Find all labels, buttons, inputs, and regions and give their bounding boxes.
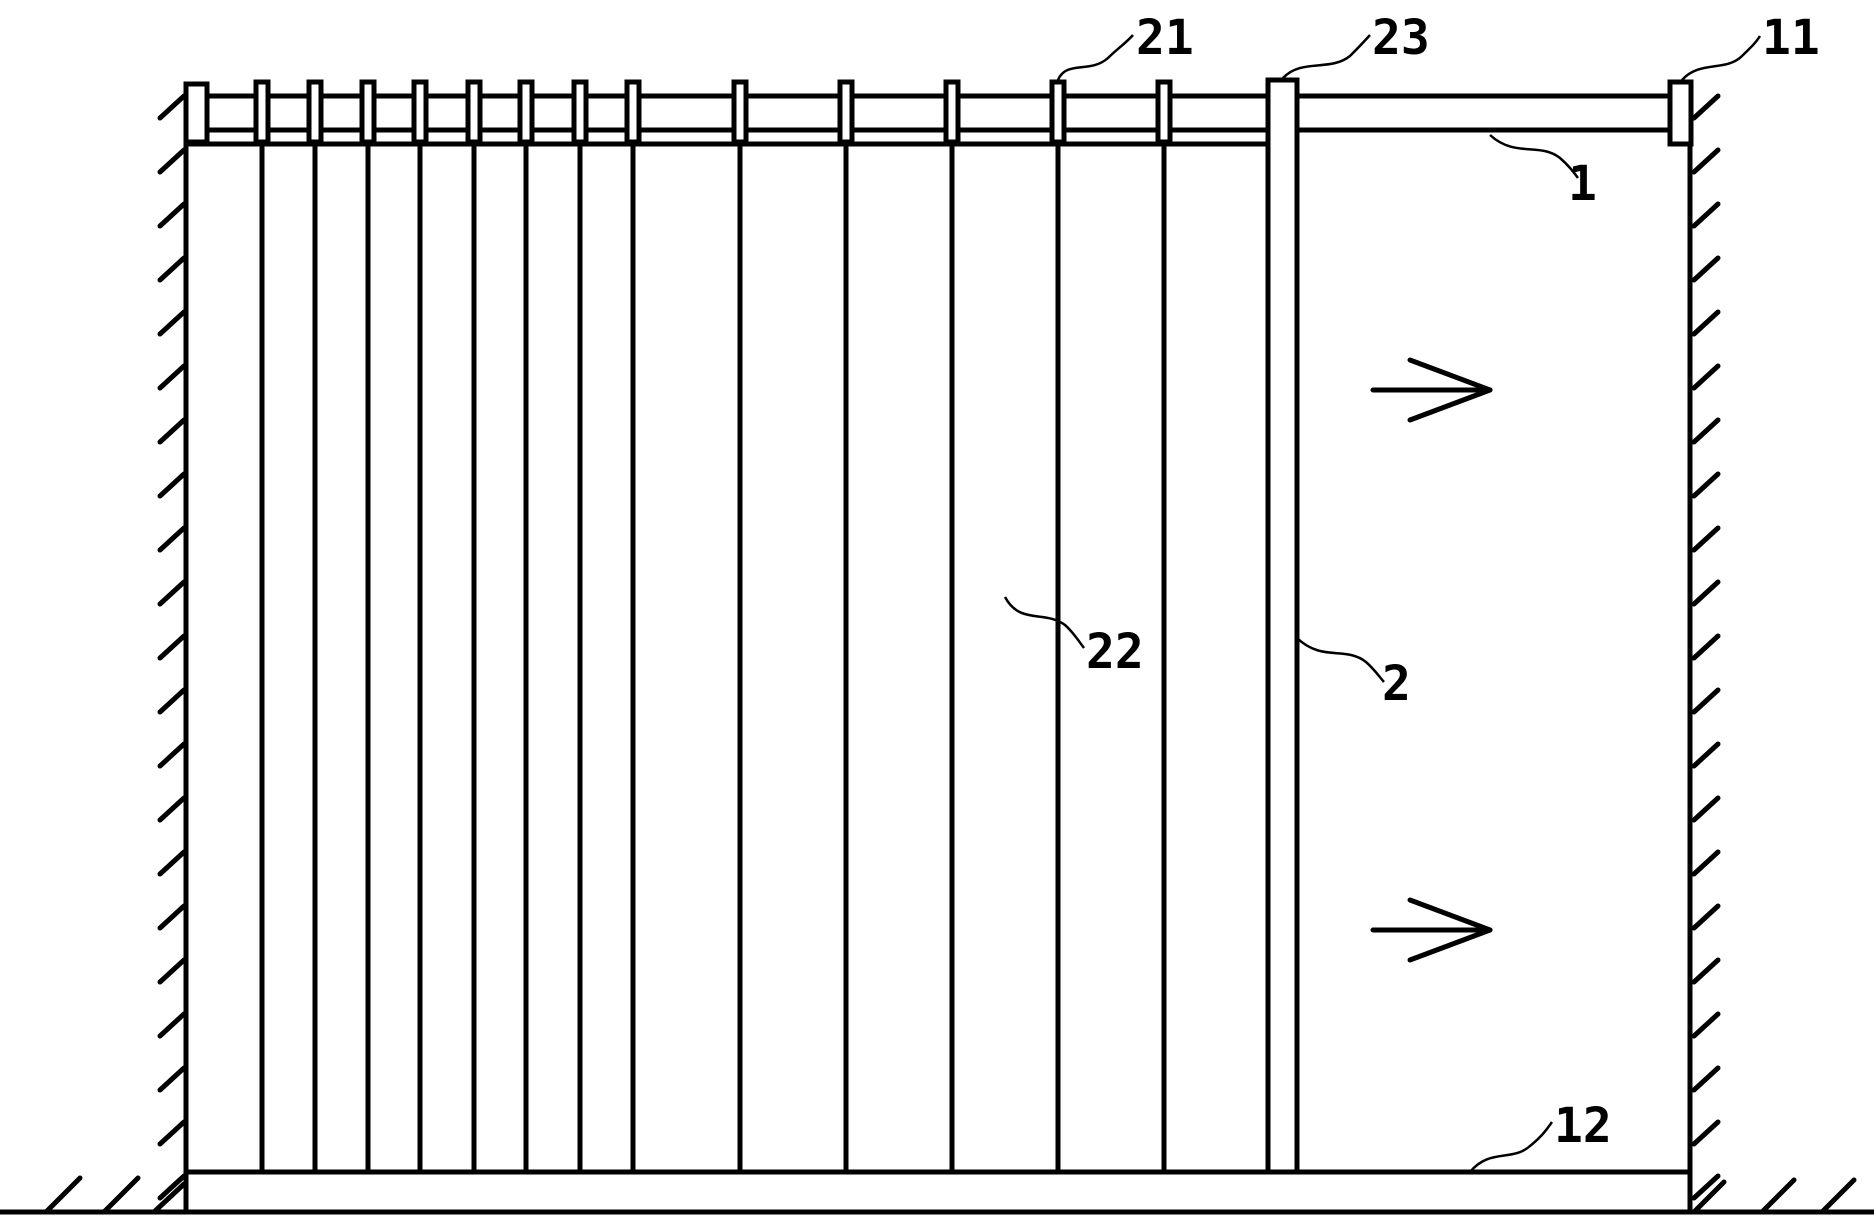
hook-ring	[359, 79, 377, 145]
hook-ring	[253, 79, 271, 145]
label-rail-end-cap: 11	[1762, 10, 1820, 66]
floor-hatching	[0, 1175, 1874, 1215]
rail-bar	[183, 93, 1676, 133]
end-bar-rect	[1265, 77, 1300, 1175]
label-curtain: 2	[1382, 656, 1411, 712]
wall-hatch-left	[157, 849, 187, 877]
floor-hatch	[1819, 1177, 1857, 1215]
label-bottom-track: 12	[1554, 1098, 1612, 1154]
floor-hatch	[151, 1181, 187, 1215]
hook-ring	[624, 79, 642, 145]
leader-22	[1003, 596, 1086, 649]
wall-hatch-left	[157, 201, 187, 229]
label-rail: 1	[1568, 156, 1597, 212]
wall-hatch-left	[157, 741, 187, 769]
wall-hatch-left	[157, 525, 187, 553]
wall-hatch-right	[1691, 1065, 1721, 1093]
wall-hatch-right	[1691, 795, 1721, 823]
leader-lines	[1003, 34, 1762, 1173]
wall-hatch-left	[157, 309, 187, 337]
hook-ring	[411, 79, 429, 145]
wall-hatch-left	[157, 687, 187, 715]
curtain-folds	[259, 142, 1167, 1172]
wall-hatch-right	[1691, 309, 1721, 337]
wall-hatch-left	[157, 417, 187, 445]
hook-ring	[306, 79, 324, 145]
wall-hatch-left	[157, 1065, 187, 1093]
wall-hatch-left	[157, 1119, 187, 1147]
leader-1	[1489, 134, 1579, 179]
end-bar	[1265, 77, 1300, 1175]
wall-hatch-right	[1691, 363, 1721, 391]
wall-hatch-left	[157, 1011, 187, 1039]
wall-hatch-right	[1691, 1173, 1721, 1201]
hook-ring	[517, 79, 535, 145]
floor-hatch	[101, 1175, 141, 1215]
hook-rings	[253, 79, 1173, 145]
wall-hatch-left	[157, 147, 187, 175]
hook-ring	[731, 79, 749, 145]
label-hook-ring: 21	[1136, 10, 1194, 66]
rail-end-cap-right	[1667, 79, 1694, 147]
wall-hatch-left	[157, 1173, 187, 1201]
hook-ring	[943, 79, 961, 145]
floor-hatch	[1691, 1179, 1727, 1215]
label-end-bar: 23	[1372, 10, 1430, 66]
wall-hatch-right	[1691, 579, 1721, 607]
callout-labels: 21 23 11 1 22 2 12	[1086, 10, 1820, 1154]
rail-end-cap-left	[183, 81, 210, 145]
leader-21	[1056, 34, 1134, 81]
wall-hatch-right	[1691, 417, 1721, 445]
arrow-right-icon	[1370, 897, 1493, 963]
wall-hatch-right	[1691, 957, 1721, 985]
hook-ring	[571, 79, 589, 145]
wall-hatch-left	[157, 795, 187, 823]
wall-hatch-right	[1691, 201, 1721, 229]
arrow-right-icon	[1370, 357, 1493, 423]
wall-hatch-right	[1691, 1119, 1721, 1147]
wall-hatch-left	[157, 579, 187, 607]
wall-hatch-right	[1691, 93, 1721, 121]
wall-hatch-right	[1691, 849, 1721, 877]
wall-hatch-left	[157, 363, 187, 391]
wall-hatch-left	[157, 471, 187, 499]
frame	[183, 143, 1693, 1212]
label-fold-strip: 22	[1086, 624, 1144, 680]
wall-hatch-left	[157, 903, 187, 931]
wall-hatch-left	[157, 633, 187, 661]
floor-hatch	[43, 1175, 83, 1215]
wall-hatch-right	[1691, 1011, 1721, 1039]
leader-23	[1282, 34, 1371, 79]
floor-hatch	[1759, 1177, 1797, 1215]
hook-ring	[837, 79, 855, 145]
curtain-rail	[183, 79, 1694, 147]
hook-ring	[1155, 79, 1173, 145]
wall-hatch-right	[1691, 633, 1721, 661]
wall-hatch-right	[1691, 525, 1721, 553]
wall-hatch-right	[1691, 255, 1721, 283]
leader-12	[1469, 1121, 1554, 1173]
wall-hatch-right	[1691, 903, 1721, 931]
wall-hatch-left	[157, 255, 187, 283]
bottom-track-bar	[183, 1169, 1693, 1215]
wall-hatch-right	[1691, 687, 1721, 715]
bottom-track	[183, 1169, 1693, 1215]
motion-arrows	[1370, 357, 1493, 963]
wall-hatch-right	[1691, 471, 1721, 499]
wall-hatching	[157, 93, 1721, 1201]
leader-11	[1681, 35, 1762, 81]
hook-ring	[1049, 79, 1067, 145]
wall-hatch-left	[157, 93, 187, 121]
leader-2	[1296, 637, 1385, 683]
hook-ring	[465, 79, 483, 145]
wall-hatch-right	[1691, 147, 1721, 175]
wall-hatch-left	[157, 957, 187, 985]
wall-hatch-right	[1691, 741, 1721, 769]
